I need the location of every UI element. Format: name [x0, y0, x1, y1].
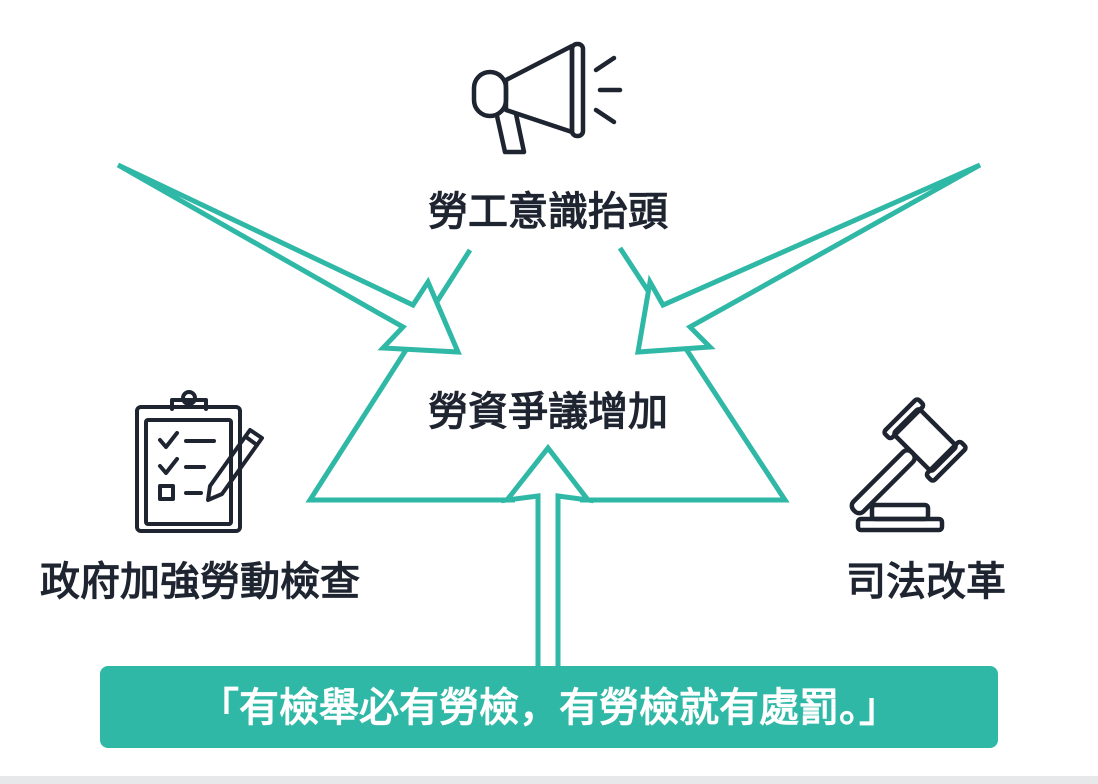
quote-banner [100, 666, 998, 748]
megaphone-icon [471, 41, 623, 155]
right-label: 司法改革 [846, 559, 1006, 605]
right-arrow [634, 162, 982, 355]
quote-banner-text: 「有檢舉必有勞檢，有勞檢就有處罰。」 [199, 685, 899, 731]
top-label: 勞工意識抬頭 [428, 189, 669, 235]
center-label: 勞資爭議增加 [428, 389, 668, 435]
bottom-divider [0, 776, 1098, 784]
bottom-arrow [501, 443, 594, 668]
clipboard-checklist-icon [135, 390, 264, 533]
left-label: 政府加強勞動檢查 [40, 559, 360, 605]
gavel-icon [849, 397, 968, 533]
left-arrow [116, 162, 462, 355]
